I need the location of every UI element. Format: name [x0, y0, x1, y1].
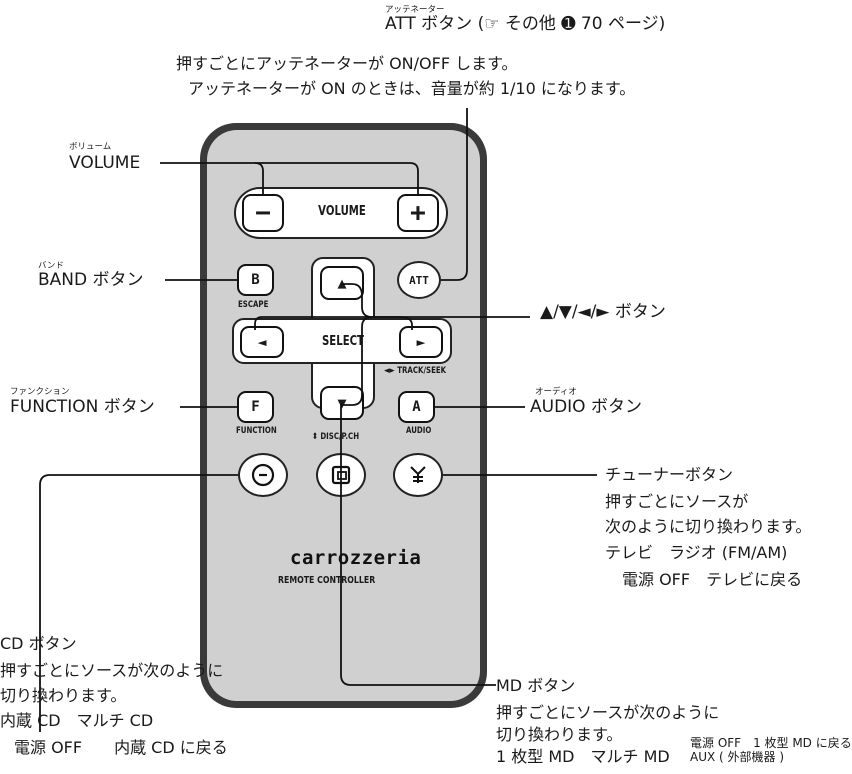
- left-arrow-button[interactable]: ◄: [240, 326, 284, 358]
- up-arrow-button[interactable]: ▲: [320, 266, 364, 300]
- md-sequence-1: 1 枚型 MD マルチ MD: [496, 747, 670, 766]
- cd-source-button[interactable]: [238, 453, 288, 497]
- remote-subtitle: REMOTE CONTROLLER: [278, 575, 376, 586]
- tuner-source-button[interactable]: [393, 453, 443, 497]
- band-title: BAND ボタン: [38, 270, 144, 290]
- volume-plus-button[interactable]: +: [397, 194, 439, 232]
- tuner-title: チューナーボタン: [605, 465, 734, 484]
- md-sequence-2: AUX ( 外部機器 ): [690, 750, 785, 764]
- att-desc-1: 押すごとにアッテネーターが ON/OFF します。: [176, 54, 518, 73]
- cd-desc-1: 押すごとにソースが次のように: [0, 661, 224, 680]
- att-desc-2: アッテネーターが ON のときは、音量が約 1/10 になります。: [188, 79, 636, 98]
- down-arrow-button[interactable]: ▼: [320, 386, 364, 420]
- tuner-desc-1: 押すごとにソースが: [605, 492, 749, 511]
- md-desc-2: 切り換わります。: [496, 725, 623, 744]
- cd-sequence-1: 内蔵 CD マルチ CD: [0, 711, 154, 730]
- volume-label: VOLUME: [318, 204, 366, 219]
- tuner-sequence-2: 電源 OFF テレビに戻る: [622, 570, 803, 589]
- brand-logo: carrozzeria: [290, 547, 422, 569]
- antenna-icon: [410, 466, 426, 483]
- volume-title: VOLUME: [69, 153, 141, 173]
- md-sequence-3: 電源 OFF 1 枚型 MD に戻る: [690, 736, 852, 750]
- function-title: FUNCTION ボタン: [10, 397, 155, 417]
- select-label: SELECT: [322, 334, 364, 349]
- tuner-sequence-1: テレビ ラジオ (FM/AM): [605, 543, 788, 562]
- audio-button[interactable]: A: [398, 391, 435, 423]
- track-seek-label: ◄► TRACK/SEEK: [384, 366, 447, 376]
- volume-ruby: ボリューム: [69, 142, 112, 152]
- cd-sequence-2: 電源 OFF 内蔵 CD に戻る: [14, 738, 228, 757]
- audio-title: AUDIO ボタン: [530, 397, 642, 417]
- escape-label: ESCAPE: [238, 300, 269, 310]
- function-button[interactable]: F: [237, 391, 274, 423]
- band-button[interactable]: B: [237, 264, 274, 296]
- md-title: MD ボタン: [496, 676, 576, 695]
- select-cross-fill: [313, 320, 373, 362]
- volume-minus-button[interactable]: −: [242, 194, 284, 232]
- right-arrow-button[interactable]: ►: [399, 326, 443, 358]
- audio-ruby: オーディオ: [535, 387, 577, 397]
- att-title: ATT ボタン (☞ その他 ➊ 70 ページ): [385, 14, 666, 34]
- audio-label: AUDIO: [406, 426, 432, 436]
- md-desc-1: 押すごとにソースが次のように: [496, 703, 720, 722]
- function-label: FUNCTION: [236, 426, 277, 436]
- cd-desc-2: 切り換わります。: [0, 686, 127, 705]
- cd-icon: [251, 463, 275, 487]
- cd-title: CD ボタン: [0, 634, 77, 653]
- arrows-title: ▲/▼/◄/► ボタン: [540, 302, 666, 322]
- att-ruby: アッテネーター: [385, 5, 445, 15]
- disc-pch-label: ⬍ DISC/P.CH: [312, 432, 360, 442]
- tuner-desc-2: 次のように切り換わります。: [605, 517, 812, 536]
- band-ruby: バンド: [38, 261, 64, 271]
- att-button[interactable]: ATT: [397, 261, 441, 299]
- function-ruby: ファンクション: [10, 387, 70, 397]
